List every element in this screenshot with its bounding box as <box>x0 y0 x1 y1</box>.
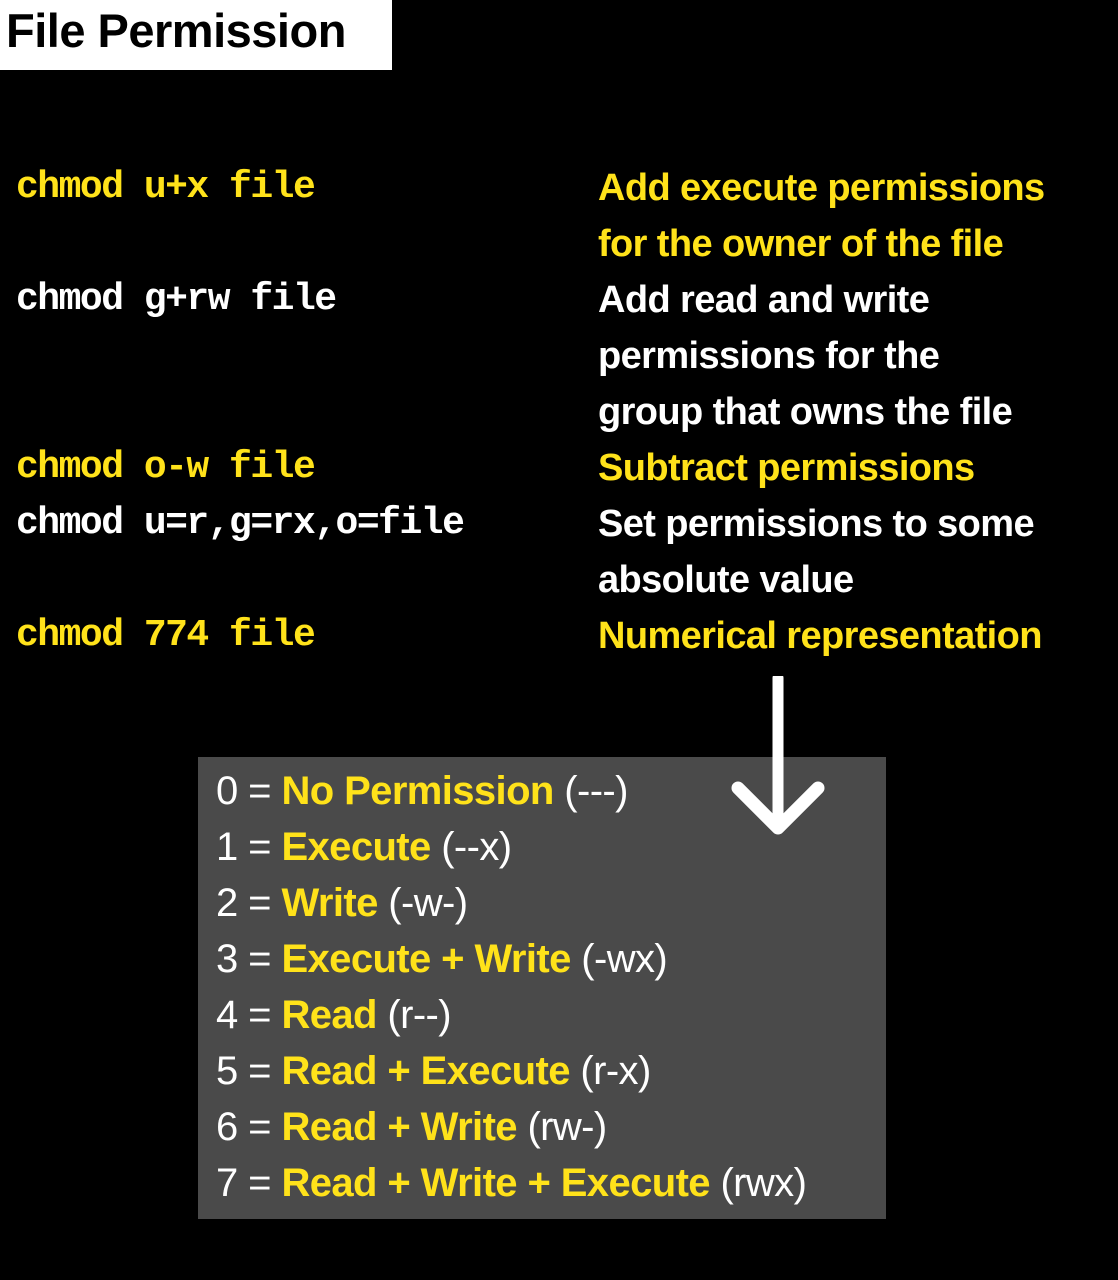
legend-item: 6 = Read + Write (rw-) <box>216 1099 806 1155</box>
legend-name: No Permission <box>281 769 554 813</box>
command-desc-3: Set permissions to some absolute value <box>598 503 1035 601</box>
legend-name: Write <box>281 881 378 925</box>
command-desc-4: Numerical representation <box>598 615 1042 657</box>
legend-item: 5 = Read + Execute (r-x) <box>216 1043 806 1099</box>
legend-equals: = <box>248 1105 271 1149</box>
legend-name: Execute <box>281 825 431 869</box>
legend-name: Read + Write <box>281 1105 517 1149</box>
command-desc-1: Add read and write permissions for the g… <box>598 279 1013 433</box>
legend-symbol: (-w-) <box>388 881 468 925</box>
legend-number: 6 <box>216 1105 238 1149</box>
page-title: File Permission <box>6 4 346 57</box>
legend-equals: = <box>248 825 271 869</box>
legend-item: 4 = Read (r--) <box>216 987 806 1043</box>
legend-symbol: (r-x) <box>580 1049 651 1093</box>
legend-equals: = <box>248 993 271 1037</box>
command-desc-2: Subtract permissions <box>598 447 975 489</box>
legend-item: 3 = Execute + Write (-wx) <box>216 931 806 987</box>
legend-equals: = <box>248 937 271 981</box>
command-text-3: chmod u=r,g=rx,o=file <box>16 502 465 545</box>
legend-number: 0 <box>216 769 238 813</box>
legend-name: Read + Write + Execute <box>281 1161 710 1205</box>
legend-list: 0 = No Permission (---) 1 = Execute (--x… <box>216 763 807 1211</box>
down-arrow-icon <box>731 676 825 835</box>
command-desc-0: Add execute permissions for the owner of… <box>598 167 1045 265</box>
title-box: File Permission <box>0 0 392 70</box>
command-text-1: chmod g+rw file <box>16 278 337 321</box>
legend-item: 2 = Write (-w-) <box>216 875 806 931</box>
legend-number: 2 <box>216 881 238 925</box>
legend-number: 3 <box>216 937 238 981</box>
permission-legend: 0 = No Permission (---) 1 = Execute (--x… <box>198 757 886 1219</box>
legend-symbol: (rwx) <box>720 1161 807 1205</box>
legend-number: 4 <box>216 993 238 1037</box>
legend-item: 1 = Execute (--x) <box>216 819 806 875</box>
legend-equals: = <box>248 1049 271 1093</box>
legend-item: 7 = Read + Write + Execute (rwx) <box>216 1155 807 1211</box>
legend-number: 7 <box>216 1161 238 1205</box>
command-text-2: chmod o-w file <box>16 446 316 489</box>
legend-symbol: (---) <box>564 769 628 813</box>
legend-item: 0 = No Permission (---) <box>216 763 806 819</box>
legend-number: 1 <box>216 825 238 869</box>
legend-equals: = <box>248 1161 271 1205</box>
legend-number: 5 <box>216 1049 238 1093</box>
legend-equals: = <box>248 769 271 813</box>
legend-symbol: (-wx) <box>581 937 668 981</box>
legend-name: Read <box>281 993 377 1037</box>
legend-name: Read + Execute <box>281 1049 570 1093</box>
command-text-4: chmod 774 file <box>16 614 316 657</box>
legend-equals: = <box>248 881 271 925</box>
legend-name: Execute + Write <box>281 937 571 981</box>
legend-symbol: (--x) <box>441 825 512 869</box>
legend-symbol: (r--) <box>387 993 451 1037</box>
legend-symbol: (rw-) <box>527 1105 607 1149</box>
command-text-0: chmod u+x file <box>16 166 316 209</box>
